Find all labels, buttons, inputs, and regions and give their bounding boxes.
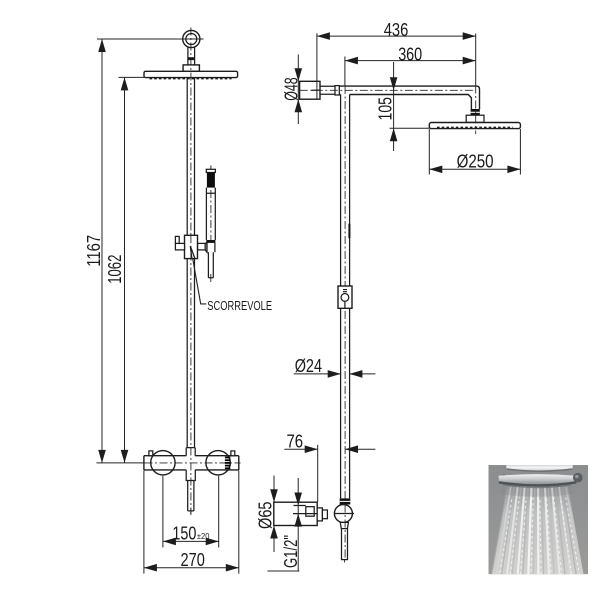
- svg-text:SCORREVOLE: SCORREVOLE: [207, 298, 272, 313]
- svg-text:Ø24: Ø24: [295, 356, 322, 376]
- svg-text:150: 150: [172, 524, 196, 544]
- svg-text:76: 76: [287, 432, 304, 452]
- svg-text:1167: 1167: [84, 235, 104, 267]
- svg-text:Ø48: Ø48: [281, 77, 301, 101]
- svg-text:Ø250: Ø250: [457, 151, 494, 171]
- svg-text:270: 270: [181, 550, 205, 570]
- svg-text:1062: 1062: [105, 255, 125, 284]
- svg-text:Ø65: Ø65: [256, 502, 276, 530]
- svg-text:G1/2": G1/2": [281, 535, 301, 568]
- svg-text:436: 436: [384, 20, 409, 40]
- svg-text:360: 360: [398, 44, 422, 64]
- svg-text:105: 105: [376, 97, 396, 121]
- svg-text:±20: ±20: [197, 532, 210, 541]
